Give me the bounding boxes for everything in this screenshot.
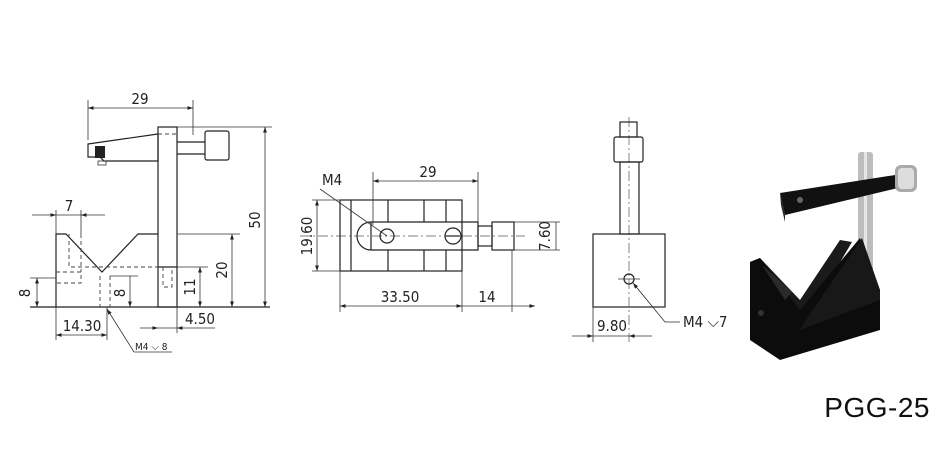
clamp-head	[613, 136, 644, 163]
dim-7: 7	[65, 197, 74, 215]
dim-7-60: 7.60	[536, 221, 554, 251]
side-view: M4 ⌵7 9.80	[572, 117, 727, 342]
block-top	[339, 199, 463, 272]
m4-hole	[379, 228, 395, 244]
v-block	[55, 233, 158, 307]
dim-29: 29	[131, 90, 148, 108]
product-photo	[750, 152, 917, 360]
callout-m4-depth-8: M4 ⌵ 8	[135, 342, 168, 353]
arm-top	[356, 221, 479, 251]
dim-50: 50	[246, 211, 264, 228]
top-view: 29 M4 19.60 7.60 33.50 14	[298, 163, 560, 312]
callout-m4: M4	[322, 171, 342, 189]
dim-9-80: 9.80	[597, 317, 627, 335]
dim-33-50: 33.50	[381, 288, 420, 306]
rod	[619, 161, 640, 235]
model-label: PGG-25	[824, 392, 930, 423]
dim-11: 11	[181, 278, 199, 295]
dim-19-60: 19.60	[298, 217, 316, 256]
dim-20: 20	[213, 261, 231, 278]
screw-head	[444, 227, 462, 245]
front-view: 29 50 20 11 8 8 7 14.30 4.50 M4 ⌵ 8	[16, 90, 272, 353]
post	[157, 126, 178, 308]
dim-14-30: 14.30	[63, 317, 102, 335]
dim-14: 14	[478, 288, 495, 306]
dim-4-50: 4.50	[185, 310, 215, 328]
dim-8-mid: 8	[111, 289, 129, 298]
block-side	[592, 233, 666, 308]
dim-8-left: 8	[16, 289, 34, 298]
clamp-screw	[95, 146, 105, 158]
callout-m4-depth-7: M4 ⌵7	[683, 313, 727, 331]
dim-29-top: 29	[419, 163, 436, 181]
knob	[204, 130, 230, 161]
